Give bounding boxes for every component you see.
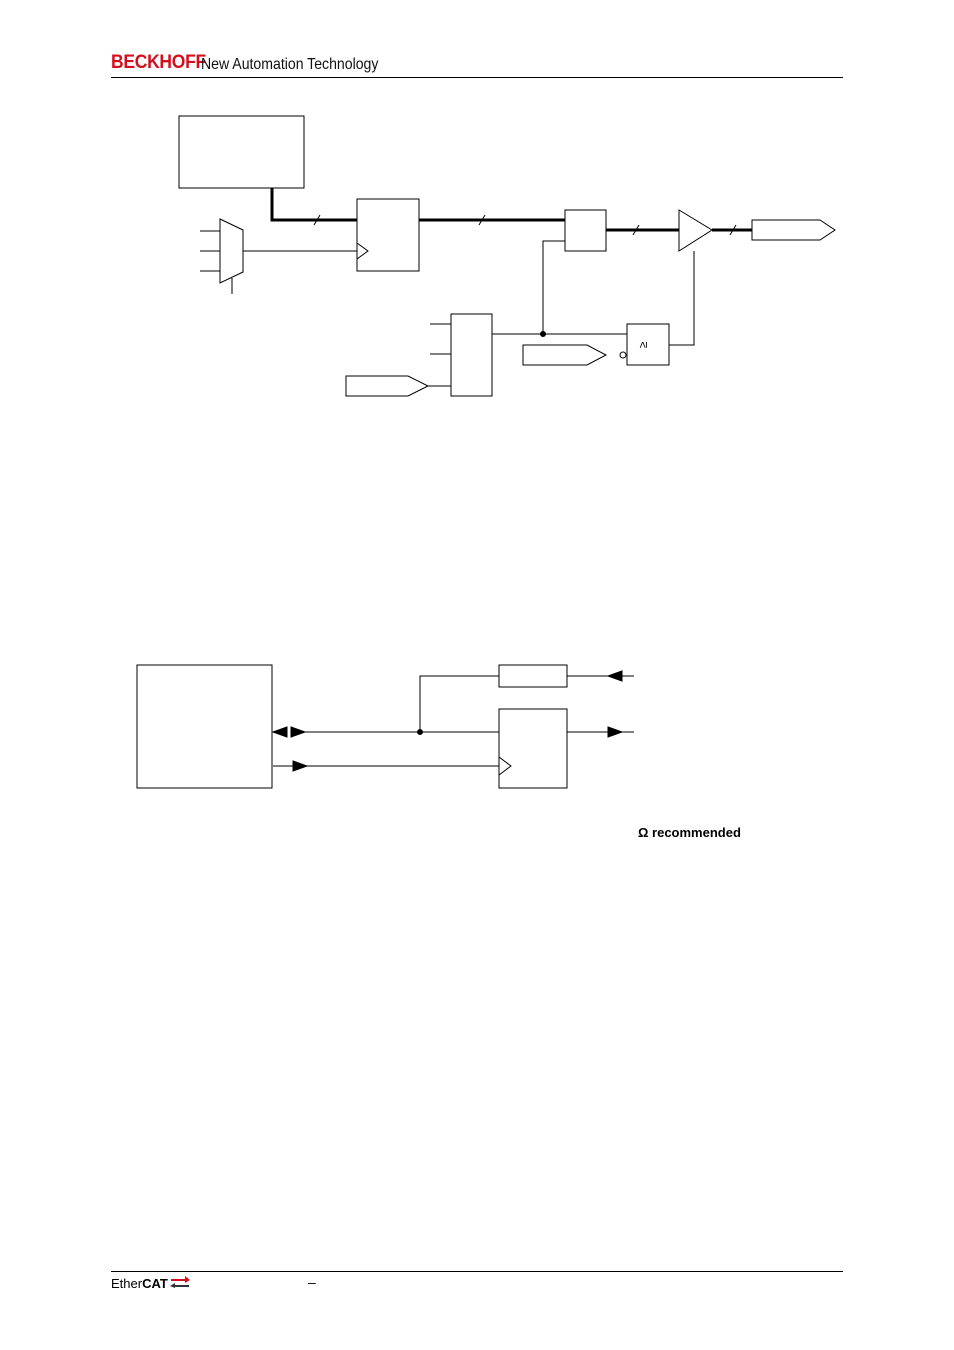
watchdog-junction-dot: [540, 331, 546, 337]
process-data-ram-block: [178, 115, 305, 189]
bus-slash-2: [478, 214, 486, 226]
flipflop-clock-triangle: [498, 756, 512, 776]
ethercat-arrows-icon: [170, 1276, 191, 1288]
ethercat-prefix: Ether: [111, 1276, 143, 1291]
output-driver-triangle: [678, 209, 713, 252]
feedback-line: [419, 675, 499, 732]
bus-slash-1: [313, 214, 321, 226]
input-buffer-block: [498, 664, 568, 688]
esc-chip-block: [136, 664, 273, 789]
watchdog-block: [450, 313, 493, 397]
output-arrow: [607, 726, 624, 738]
enable-input-connector: [522, 344, 608, 366]
bus-slash-4: [729, 224, 737, 236]
clock-arrow: [292, 760, 309, 772]
comparator-output-line: [669, 251, 695, 346]
block-diagram-top: ≥: [178, 115, 836, 397]
ram-output-bus: [270, 188, 357, 222]
resistor-note: Ω recommended: [638, 825, 741, 840]
inverter-bubble: [619, 351, 627, 359]
register-clock-triangle: [356, 242, 369, 260]
ethercat-logo: EtherCAT: [111, 1276, 191, 1291]
footer-rule: [111, 1271, 843, 1272]
beckhoff-logo: BECKHOFF: [111, 52, 206, 73]
ethercat-suffix: CAT: [142, 1276, 168, 1291]
input-arrow: [606, 670, 623, 682]
output-register-block: [356, 198, 420, 272]
latch-enable-line: [542, 240, 565, 334]
comparator-symbol: ≥: [636, 341, 650, 348]
input-mux-block: [219, 218, 244, 284]
bidirectional-arrow-right: [290, 726, 307, 738]
output-port-connector: [751, 219, 836, 241]
watchdog-input-connector: [345, 375, 430, 397]
header-rule: [111, 77, 843, 78]
block-diagram-bottom: [136, 664, 634, 789]
bus-slash-3: [632, 224, 640, 236]
footer-dash: –: [308, 1274, 316, 1290]
output-flipflop-block: [498, 708, 568, 789]
header-tagline: New Automation Technology: [201, 56, 379, 73]
bidirectional-arrow-left: [271, 726, 288, 738]
